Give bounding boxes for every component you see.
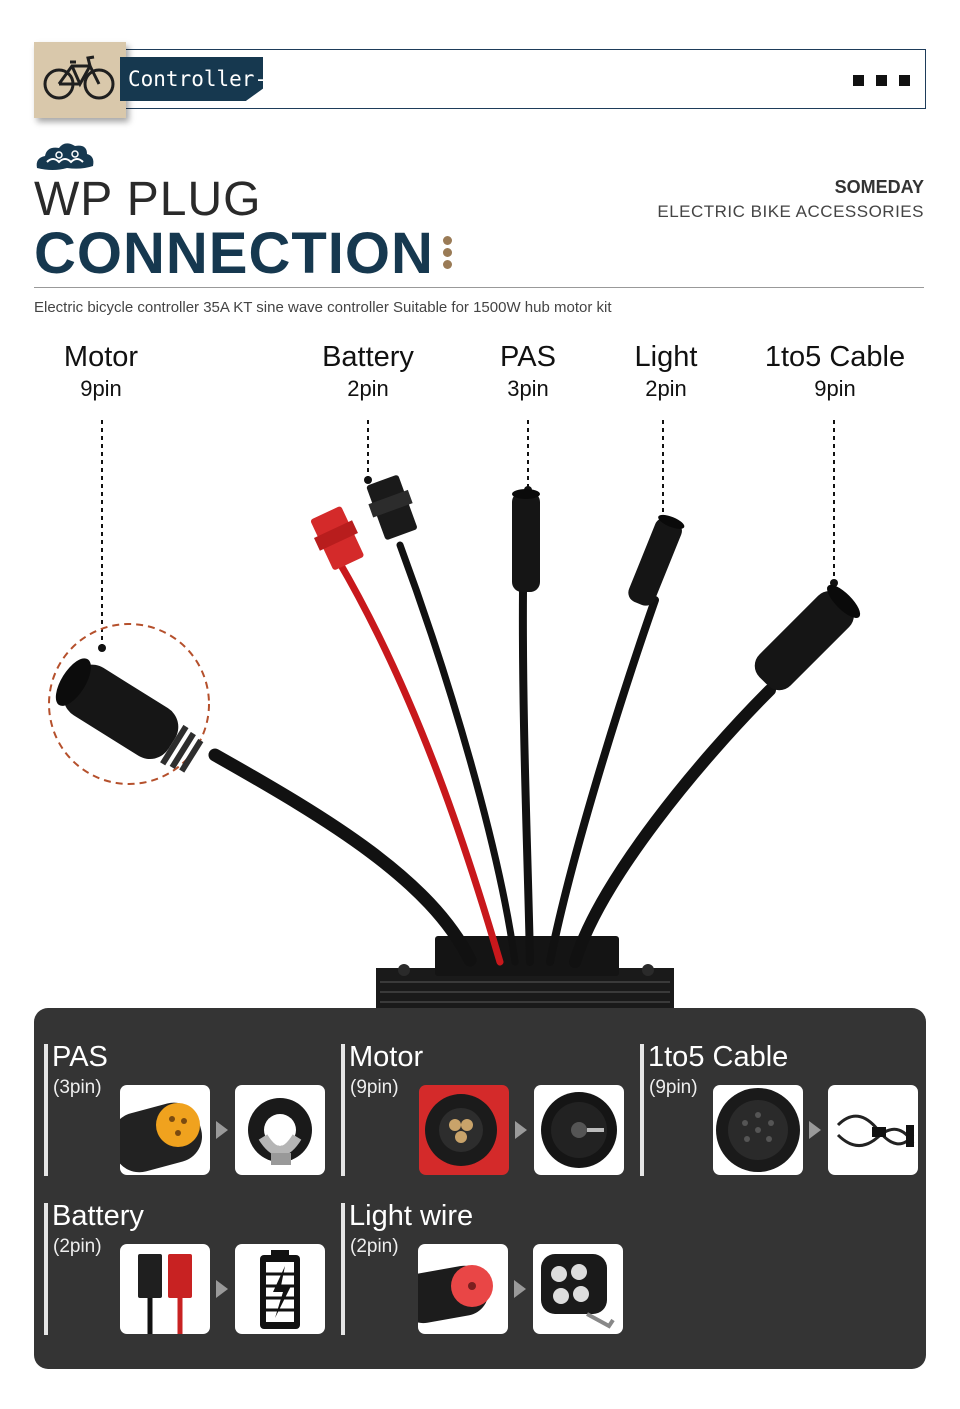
arrow-icon bbox=[216, 1121, 228, 1139]
group-divider bbox=[44, 1044, 48, 1176]
connector-name: Motor bbox=[63, 341, 139, 373]
label-pas: PAS 3pin bbox=[443, 340, 613, 404]
pas-plug-icon bbox=[120, 1085, 210, 1175]
group-name: 1to5 Cable bbox=[648, 1041, 789, 1073]
group-divider bbox=[341, 1203, 345, 1335]
group-pin: (2pin) bbox=[350, 1236, 399, 1257]
brand-subtitle: ELECTRIC BIKE ACCESSORIES bbox=[657, 202, 924, 221]
arrow-icon bbox=[216, 1280, 228, 1298]
connector-pin: 9pin bbox=[80, 376, 122, 401]
arrow-icon bbox=[515, 1121, 527, 1139]
motor-plug-icon bbox=[419, 1085, 509, 1175]
headlight-icon bbox=[533, 1244, 623, 1334]
brand-name: SOMEDAY bbox=[834, 177, 924, 197]
header-tab-label: Controller- bbox=[128, 67, 268, 91]
cable-plug-icon bbox=[713, 1085, 803, 1175]
connector-name: PAS bbox=[500, 341, 556, 373]
label-motor: Motor 9pin bbox=[16, 340, 186, 404]
label-1to5-cable: 1to5 Cable 9pin bbox=[750, 340, 920, 404]
group-pin: (2pin) bbox=[53, 1236, 102, 1257]
dots-ornament-icon bbox=[443, 236, 453, 270]
arrow-icon bbox=[514, 1280, 526, 1298]
group-name: Light wire bbox=[349, 1200, 474, 1232]
group-divider bbox=[640, 1044, 644, 1176]
light-plug-icon bbox=[418, 1244, 508, 1334]
group-name: Battery bbox=[52, 1200, 144, 1232]
group-divider bbox=[44, 1203, 48, 1335]
hub-motor-icon bbox=[534, 1085, 624, 1175]
header-tab[interactable]: Controller- bbox=[120, 57, 263, 101]
connector-pin: 3pin bbox=[507, 376, 549, 401]
label-battery: Battery 2pin bbox=[283, 340, 453, 404]
connector-pin: 2pin bbox=[645, 376, 687, 401]
product-description: Electric bicycle controller 35A KT sine … bbox=[34, 299, 612, 316]
group-pin: (3pin) bbox=[53, 1077, 102, 1098]
battery-icon bbox=[235, 1244, 325, 1334]
group-name: Motor bbox=[349, 1041, 424, 1073]
connector-name: Battery bbox=[322, 341, 414, 373]
connector-pin: 2pin bbox=[347, 376, 389, 401]
connector-pin: 9pin bbox=[814, 376, 856, 401]
title-line-1: WP PLUG bbox=[34, 173, 262, 226]
controller-photo bbox=[48, 420, 861, 1013]
group-pin: (9pin) bbox=[649, 1077, 698, 1098]
pas-sensor-icon bbox=[235, 1085, 325, 1175]
group-pin: (9pin) bbox=[350, 1077, 399, 1098]
label-light: Light 2pin bbox=[581, 340, 751, 404]
connector-name: Light bbox=[634, 341, 698, 373]
title-line-2: CONNECTION bbox=[34, 221, 434, 286]
divider bbox=[34, 287, 924, 288]
bicycle-icon bbox=[34, 42, 126, 118]
group-divider bbox=[341, 1044, 345, 1176]
three-squares-icon[interactable] bbox=[853, 75, 913, 87]
battery-plug-icon bbox=[120, 1244, 210, 1334]
connector-name: 1to5 Cable bbox=[764, 341, 906, 373]
cloud-ornament-icon bbox=[33, 140, 97, 179]
group-name: PAS bbox=[52, 1041, 108, 1073]
arrow-icon bbox=[809, 1121, 821, 1139]
splitter-cable-icon bbox=[828, 1085, 918, 1175]
